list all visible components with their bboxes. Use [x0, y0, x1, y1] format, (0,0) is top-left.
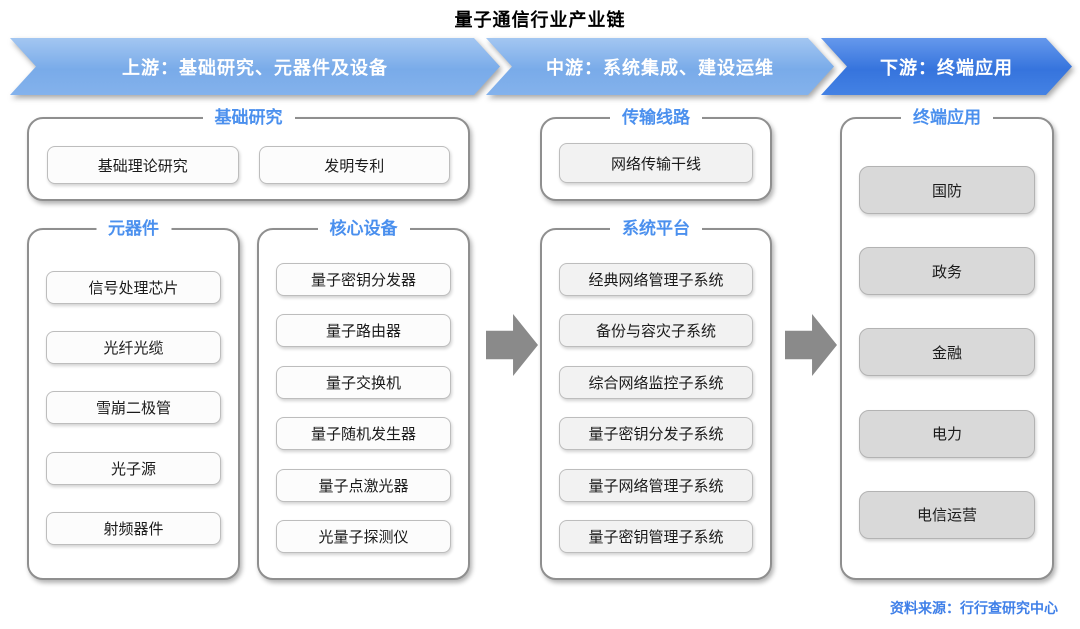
item-quantum-key-mgmt-subsystem: 量子密钥管理子系统 [559, 520, 753, 554]
banner-downstream-label: 下游：终端应用 [880, 57, 1013, 79]
group-core-equipment: 核心设备 量子密钥分发器 量子路由器 量子交换机 量子随机发生器 量子点激光器 … [257, 218, 470, 580]
item-finance: 金融 [859, 328, 1035, 377]
item-quantum-random-generator: 量子随机发生器 [276, 417, 451, 451]
item-optical-fiber-cable: 光纤光缆 [46, 331, 221, 365]
item-rf-devices: 射频器件 [46, 511, 221, 545]
item-backup-disaster-subsystem: 备份与容灾子系统 [559, 314, 753, 348]
banner-midstream-shape: 中游：系统集成、建设运维 [486, 38, 834, 95]
group-foundation-research: 基础研究 基础理论研究 发明专利 [27, 107, 470, 201]
group-components-title: 元器件 [96, 218, 171, 240]
item-network-trunk-line: 网络传输干线 [559, 143, 753, 183]
banner-upstream-label: 上游：基础研究、元器件及设备 [122, 57, 388, 79]
group-components: 元器件 信号处理芯片 光纤光缆 雪崩二极管 光子源 射频器件 [27, 218, 240, 580]
banner-upstream-shape: 上游：基础研究、元器件及设备 [10, 38, 500, 95]
item-telecom-operation: 电信运营 [859, 490, 1035, 539]
data-source-note: 资料来源：行行查研究中心 [890, 601, 1058, 617]
banner-upstream: 上游：基础研究、元器件及设备 [10, 38, 500, 95]
components-items: 信号处理芯片 光纤光缆 雪崩二极管 光子源 射频器件 [29, 230, 238, 578]
system-platform-items: 经典网络管理子系统 备份与容灾子系统 综合网络监控子系统 量子密钥分发子系统 量… [542, 230, 770, 578]
item-quantum-dot-laser: 量子点激光器 [276, 468, 451, 502]
item-network-monitoring-subsystem: 综合网络监控子系统 [559, 365, 753, 399]
item-avalanche-diode: 雪崩二极管 [46, 391, 221, 425]
group-transmission-title: 传输线路 [610, 107, 702, 129]
item-qkd-subsystem: 量子密钥分发子系统 [559, 417, 753, 451]
item-signal-processing-chip: 信号处理芯片 [46, 271, 221, 305]
group-transmission-line: 传输线路 网络传输干线 [540, 107, 772, 201]
group-system-platform-title: 系统平台 [610, 218, 702, 240]
item-basic-theory-research: 基础理论研究 [47, 146, 239, 184]
item-quantum-switch: 量子交换机 [276, 365, 451, 399]
group-system-platform: 系统平台 经典网络管理子系统 备份与容灾子系统 综合网络监控子系统 量子密钥分发… [540, 218, 772, 580]
group-foundation-title: 基础研究 [202, 107, 295, 129]
page-title: 量子通信行业产业链 [454, 10, 626, 31]
item-electric-power: 电力 [859, 409, 1035, 458]
transmission-items: 网络传输干线 [542, 119, 770, 199]
banner-midstream: 中游：系统集成、建设运维 [486, 38, 834, 95]
arrow-upstream-to-midstream-icon [486, 314, 538, 376]
group-terminal-applications: 终端应用 国防 政务 金融 电力 电信运营 [840, 107, 1054, 580]
banner-downstream-shape: 下游：终端应用 [821, 38, 1072, 95]
arrow-midstream-to-downstream-icon [785, 314, 837, 376]
item-classic-network-mgmt-subsystem: 经典网络管理子系统 [559, 262, 753, 296]
item-photon-quantum-detector: 光量子探测仪 [276, 520, 451, 554]
item-qkd-device: 量子密钥分发器 [276, 262, 451, 296]
terminal-items: 国防 政务 金融 电力 电信运营 [842, 119, 1052, 578]
item-quantum-router: 量子路由器 [276, 314, 451, 348]
item-invention-patent: 发明专利 [258, 146, 450, 184]
item-quantum-network-mgmt-subsystem: 量子网络管理子系统 [559, 468, 753, 502]
group-core-equipment-title: 核心设备 [317, 218, 410, 240]
banner-downstream: 下游：终端应用 [821, 38, 1072, 95]
item-government-affairs: 政务 [859, 247, 1035, 296]
core-equipment-items: 量子密钥分发器 量子路由器 量子交换机 量子随机发生器 量子点激光器 光量子探测… [259, 230, 468, 578]
group-terminal-title: 终端应用 [901, 107, 993, 129]
foundation-items: 基础理论研究 发明专利 [29, 119, 468, 199]
item-photon-source: 光子源 [46, 451, 221, 485]
banner-midstream-label: 中游：系统集成、建设运维 [546, 57, 774, 79]
item-national-defense: 国防 [859, 166, 1035, 215]
